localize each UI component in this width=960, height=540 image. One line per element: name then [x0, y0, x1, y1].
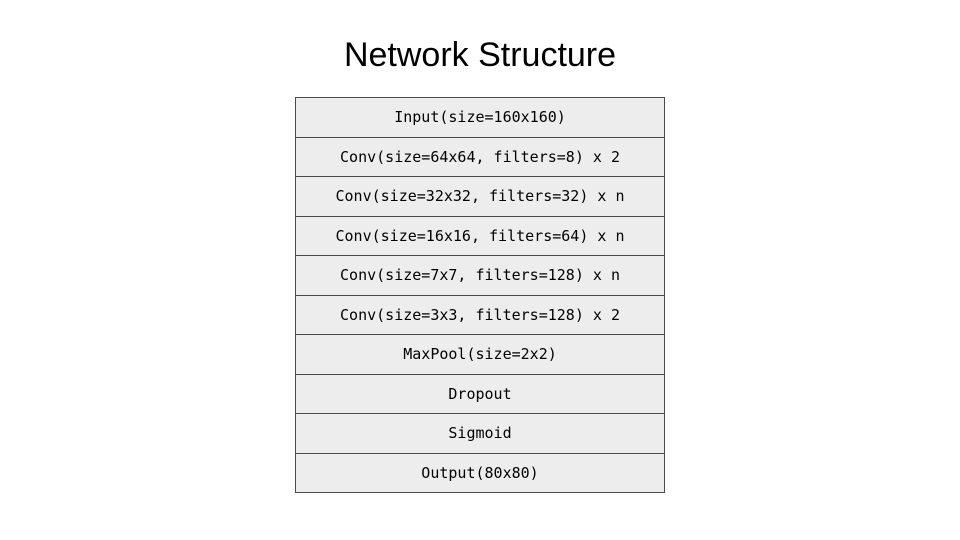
- layer-box: Dropout: [295, 373, 665, 414]
- layer-box: Conv(size=16x16, filters=64) x n: [295, 215, 665, 256]
- layer-box: MaxPool(size=2x2): [295, 334, 665, 375]
- layer-box: Output(80x80): [295, 452, 665, 493]
- layer-box: Conv(size=3x3, filters=128) x 2: [295, 294, 665, 335]
- layer-box: Conv(size=32x32, filters=32) x n: [295, 176, 665, 217]
- layer-box: Input(size=160x160): [295, 97, 665, 138]
- layer-box: Sigmoid: [295, 413, 665, 454]
- layer-box: Conv(size=64x64, filters=8) x 2: [295, 136, 665, 177]
- page-title: Network Structure: [343, 36, 617, 74]
- layer-box: Conv(size=7x7, filters=128) x n: [295, 255, 665, 296]
- network-layer-stack: Input(size=160x160)Conv(size=64x64, filt…: [295, 97, 665, 493]
